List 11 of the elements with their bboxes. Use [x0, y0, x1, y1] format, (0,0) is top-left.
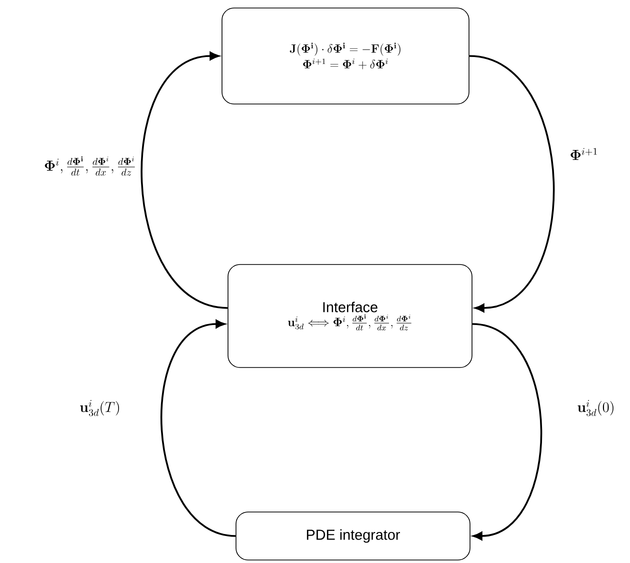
- curved-arrow: [472, 323, 542, 540]
- edge-label: $\mathbf{u}^{i}_{3d}(0)$: [576, 399, 616, 417]
- edge-label: $\mathbf{\Phi}^{i}, \frac{d\mathbf{\Phi}^{\mathbf{i}}}{dt}, \frac{d\mathbf{\Phi}^{i}}{dx}, \frac{d\mathbf{\Phi}^{i}}{dz}$: [43, 155, 138, 177]
- process-box: Interface $\mathbf{u}^{i}_{3d} \Longleftrightarrow \mathbf{\Phi}^{i}, \frac{d\mathbf{\Phi}^{\mathbf{i}}}{dt}, \frac{d\mathbf{\Phi}^{i}}{dx}, \frac{d\mathbf{\Phi}^{i}}{dz}$: [228, 264, 472, 368]
- edge-label: $\mathbf{\Phi}^{i+1}$: [568, 147, 600, 161]
- curved-arrow: [140, 52, 228, 309]
- process-box: PDE integrator: [236, 512, 470, 560]
- curved-arrow: [469, 55, 555, 312]
- curved-arrow: [160, 320, 236, 537]
- edge-label: $\mathbf{u}^{i}_{3d}(T)$: [78, 399, 122, 417]
- process-box: $\mathbf{J}(\mathbf{\Phi}^{\mathbf{i}})\cdot\delta\mathbf{\Phi}^{\mathbf{i}} = -\mathbf{F}(\mathbf{\Phi}^{\mathbf{i}})$ $\mathbf{\Phi}^{i+1} = \mathbf{\Phi}^{i} + \delta\mathbf{\Phi}^{i}$: [222, 8, 470, 104]
